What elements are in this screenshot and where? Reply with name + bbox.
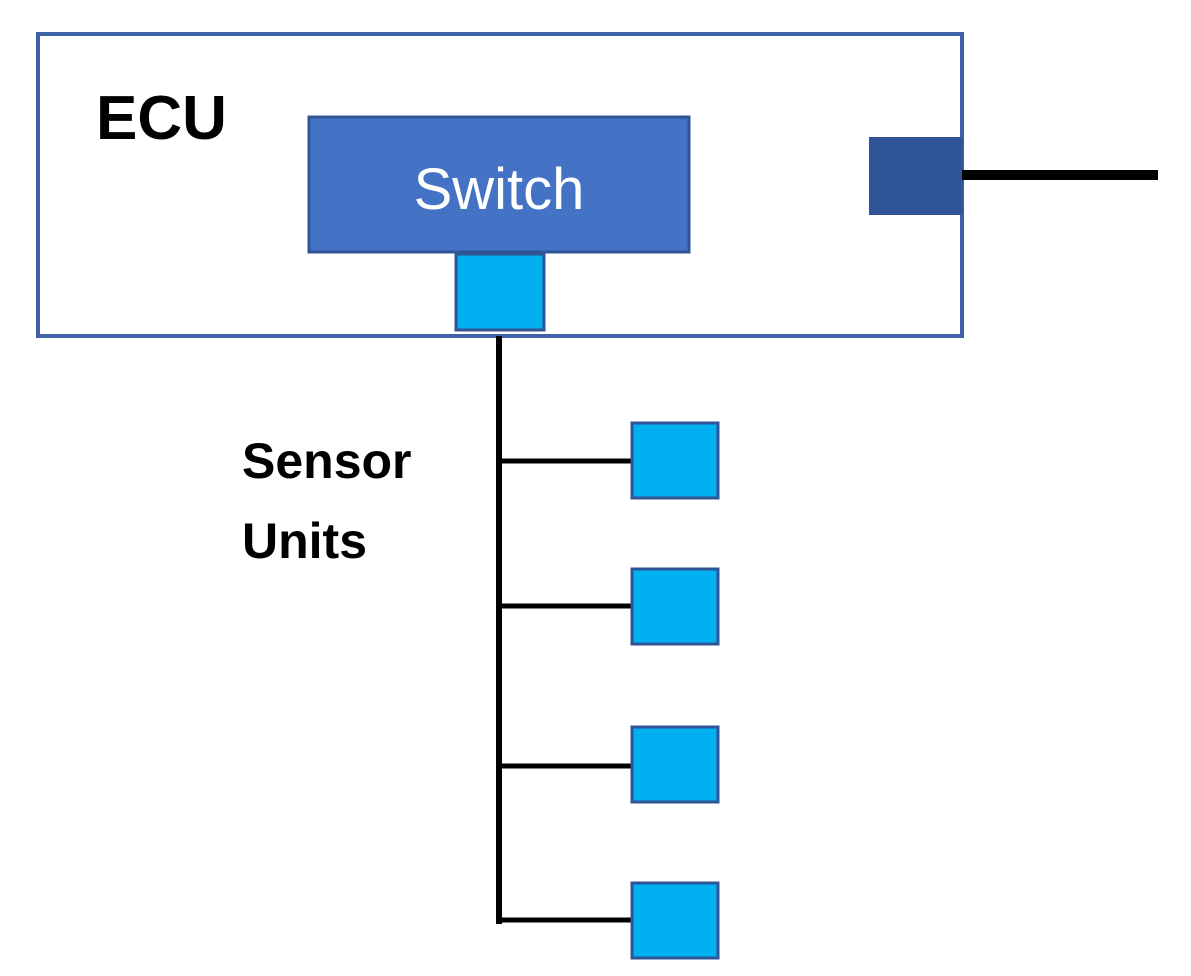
sensor-unit <box>630 567 720 646</box>
external-port <box>869 137 963 215</box>
switch-block <box>307 115 691 254</box>
switch-port <box>454 252 546 332</box>
sensor-units-label-line1: Sensor <box>242 433 412 489</box>
ecu-label: ECU <box>96 84 227 153</box>
switch-label: Switch <box>414 157 585 222</box>
sensor-units-label-line2: Units <box>242 513 367 569</box>
sensor-unit <box>630 881 720 960</box>
sensor-unit <box>630 725 720 804</box>
sensor-unit <box>630 421 720 500</box>
